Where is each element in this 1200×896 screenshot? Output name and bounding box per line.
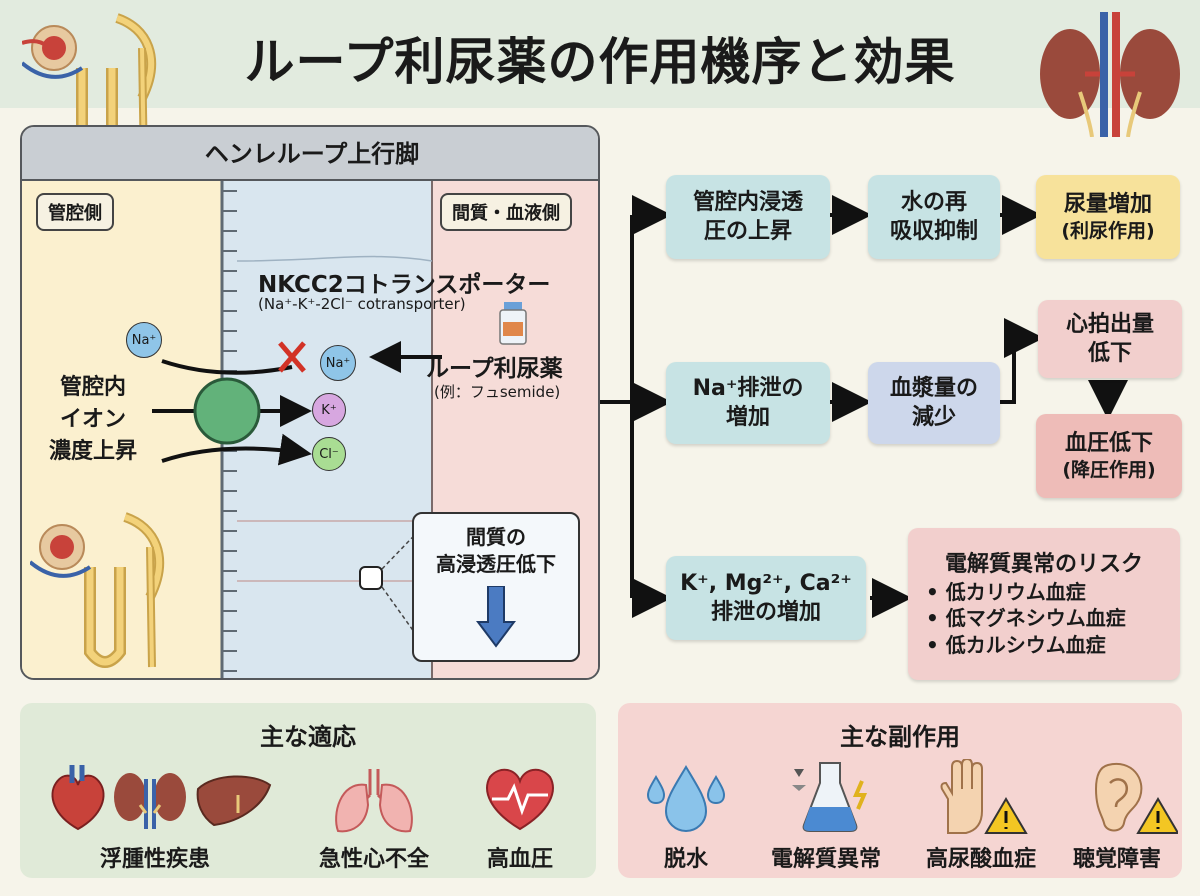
cell-zone: [222, 181, 432, 678]
ion-flow-diagram: [152, 341, 442, 466]
heart-pulse-icon: [486, 768, 554, 831]
hand-warning-icon: [940, 759, 1028, 834]
side-effect-dehydration: 脱水: [663, 847, 708, 872]
flask-icon: [792, 762, 868, 832]
urine-increase-box: 尿量増加 (利尿作用): [1036, 175, 1180, 259]
kidney-organ-icon: [114, 773, 186, 829]
indication-acute-heart-failure: 急性心不全: [318, 847, 429, 872]
transporter-detail: (Na⁺-K⁺-2Cl⁻ cotransporter): [258, 295, 466, 313]
interstitial-side-label: 間質・血液側: [440, 193, 572, 231]
ion-k-icon: K⁺: [312, 393, 346, 427]
nephron-illustration-bottom: [30, 512, 164, 668]
kidney-illustration: [1040, 12, 1180, 137]
nkcc2-transporter-icon: [193, 377, 261, 445]
water-drops-icon: [646, 765, 726, 833]
side-effect-electrolyte-imbalance: 電解質異常: [770, 847, 881, 872]
drug-example: (例：フュsemide): [434, 383, 561, 401]
side-effect-hearing-impairment: 聴覚障害: [1072, 847, 1161, 872]
side-effects-title: 主な副作用: [840, 723, 960, 751]
indications-title: 主な適応: [260, 723, 356, 751]
indication-edema: 浮腫性疾患: [99, 847, 210, 872]
lumen-side-label: 管腔側: [36, 193, 114, 231]
lumen-ion-note: 管腔内 イオン 濃度上昇: [48, 375, 137, 464]
osmotic-pressure-rise-box: 管腔内浸透 圧の上昇: [666, 175, 830, 259]
drug-vial-icon: [499, 302, 527, 345]
header-band: [0, 0, 1200, 108]
down-arrow-icon: [476, 586, 516, 648]
blood-pressure-drop-box: 血圧低下 (降圧作用): [1036, 414, 1182, 498]
plasma-volume-decrease-box: 血漿量の 減少: [868, 362, 1000, 444]
side-effect-hyperuricemia: 高尿酸血症: [925, 847, 1036, 872]
indication-hypertension: 高血圧: [486, 847, 553, 872]
na-flow-arrow: [161, 359, 293, 375]
interstitium-note-box: 間質の 高浸透圧低下: [412, 512, 580, 662]
lungs-icon: [335, 769, 413, 833]
transporter-name: NKCC2コトランスポーター: [258, 272, 551, 298]
side-effects-panel: 主な副作用 脱水 電解質異常 高尿酸血症 聴覚障害: [618, 703, 1182, 878]
ear-warning-icon: [1094, 762, 1178, 834]
liver-organ-icon: [196, 775, 272, 827]
heart-organ-icon: [51, 765, 105, 831]
block-x-icon: [278, 341, 306, 373]
cl-flow-arrow: [161, 433, 312, 466]
ion-na-icon: Na⁺: [126, 322, 162, 358]
henle-loop-panel: ヘンレループ上行脚 管腔側 間質・血液側 NKCC2コトランスポーター (Na⁺…: [20, 125, 600, 680]
indications-panel: 主な適応 浮腫性疾患 急性心不全 高血圧: [20, 703, 596, 878]
electrolyte-risk-box: 電解質異常のリスク • 低カリウム血症 • 低マグネシウム血症 • 低カルシウム…: [908, 528, 1180, 680]
na-excretion-box: Na⁺排泄の 増加: [666, 362, 830, 444]
ion-cl-icon: Cl⁻: [312, 437, 346, 471]
panel-title: ヘンレループ上行脚: [22, 127, 598, 181]
water-reabsorption-box: 水の再 吸収抑制: [868, 175, 1000, 259]
cardiac-output-decrease-box: 心拍出量 低下: [1038, 300, 1182, 378]
drug-name: ループ利尿薬: [426, 356, 563, 382]
page-title: ループ利尿薬の作用機序と効果: [244, 33, 956, 91]
ion-na-blocked-icon: Na⁺: [320, 345, 356, 381]
ion-excretion-box: K⁺, Mg²⁺, Ca²⁺ 排泄の増加: [666, 556, 866, 640]
